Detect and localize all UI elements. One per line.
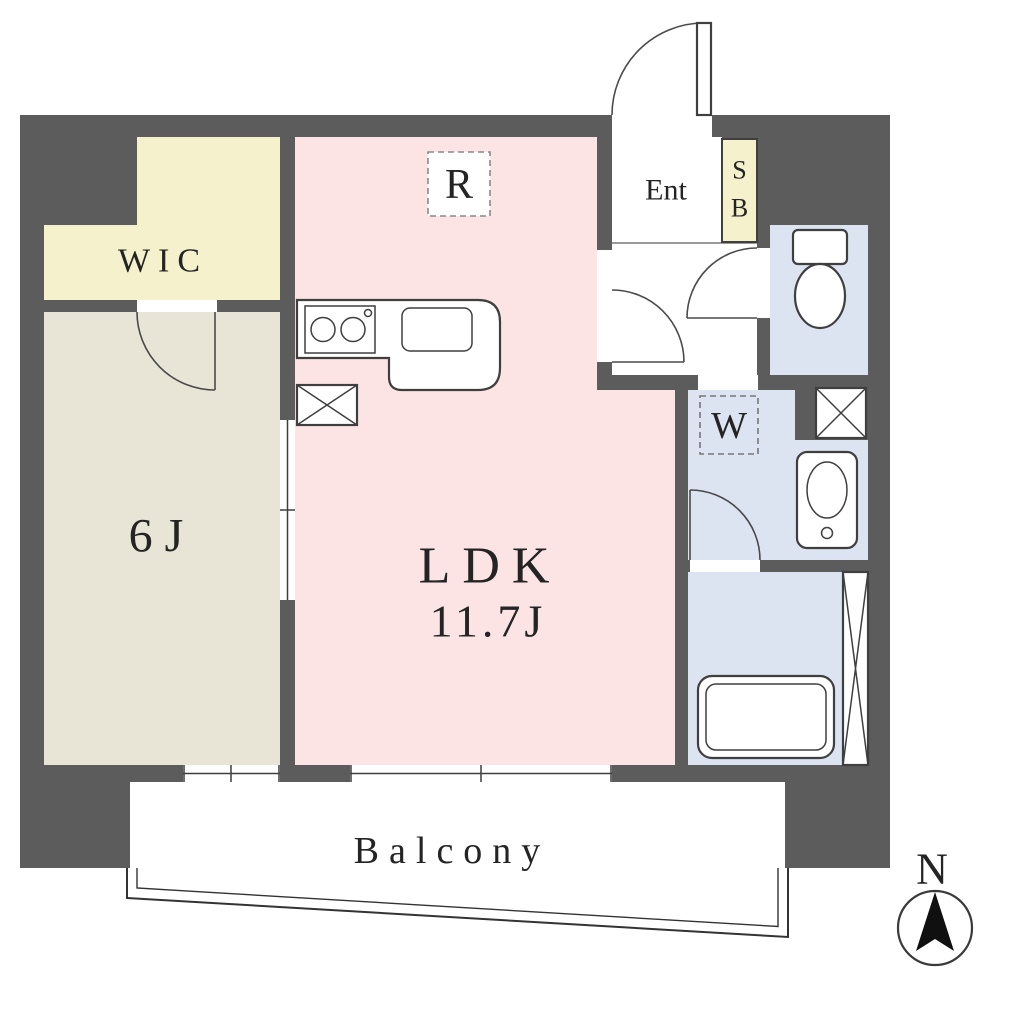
- refrigerator-space-box: [427, 151, 491, 217]
- balcony-label: Balcony: [354, 830, 551, 872]
- washer-label: W: [711, 405, 747, 447]
- wic-door-swing: [136, 311, 216, 391]
- toilet-door-swing: [686, 247, 758, 319]
- ldk-floor-lower: [295, 390, 675, 765]
- bedroom-sliding-door-marks: [280, 420, 295, 600]
- bedroom-label: 6J: [129, 510, 196, 563]
- shoe-box: [721, 138, 758, 243]
- entrance-door-leaf: [695, 21, 713, 117]
- pipe-shaft-right-icon: [841, 570, 870, 767]
- entrance-door: [611, 21, 713, 117]
- pipe-shaft-upper-right-icon: [814, 386, 868, 440]
- compass: N: [896, 845, 974, 967]
- kitchen-counter: [295, 298, 502, 392]
- washroom-door-opening: [698, 375, 758, 390]
- ldk-door-opening: [597, 250, 612, 362]
- bedroom-window: [183, 765, 280, 782]
- shoebox-letter-b: B: [731, 194, 748, 223]
- stove-icon: [304, 305, 376, 354]
- entrance-label: Ent: [645, 174, 687, 207]
- refrigerator-label: R: [445, 162, 473, 208]
- north-arrow-icon: [916, 892, 954, 951]
- balcony-floor: [130, 782, 785, 868]
- entrance-door-swing-arc: [611, 22, 705, 116]
- north-label: N: [916, 845, 948, 894]
- bathroom-door-opening: [690, 560, 760, 572]
- ldk-size-label: 11.7J: [430, 596, 547, 647]
- bathtub-icon: [696, 674, 836, 760]
- wic-floor-lower: [44, 225, 280, 300]
- pipe-shaft-kitchen-icon: [295, 383, 359, 427]
- washer-space-box: [699, 395, 759, 455]
- ldk-name-label: LDK: [419, 538, 562, 595]
- balcony-railing-inner: [136, 868, 779, 928]
- toilet-door-opening: [757, 248, 770, 318]
- bedroom-6j-floor: [44, 312, 280, 765]
- toilet-icon: [791, 228, 849, 330]
- entrance-door-opening: [612, 115, 712, 137]
- bathroom-door-swing: [689, 489, 761, 561]
- wic-label: WIC: [118, 243, 208, 280]
- ldk-window: [350, 765, 612, 782]
- kitchen-sink-icon: [401, 307, 473, 352]
- wic-door-opening: [137, 300, 217, 312]
- hallway-floor: [612, 243, 757, 375]
- vanity-sink-icon: [795, 450, 859, 550]
- balcony-railing-outer: [126, 868, 789, 939]
- entrance-floor: [612, 137, 722, 243]
- ldk-door-swing: [611, 289, 685, 363]
- shoebox-letter-s: S: [732, 156, 746, 185]
